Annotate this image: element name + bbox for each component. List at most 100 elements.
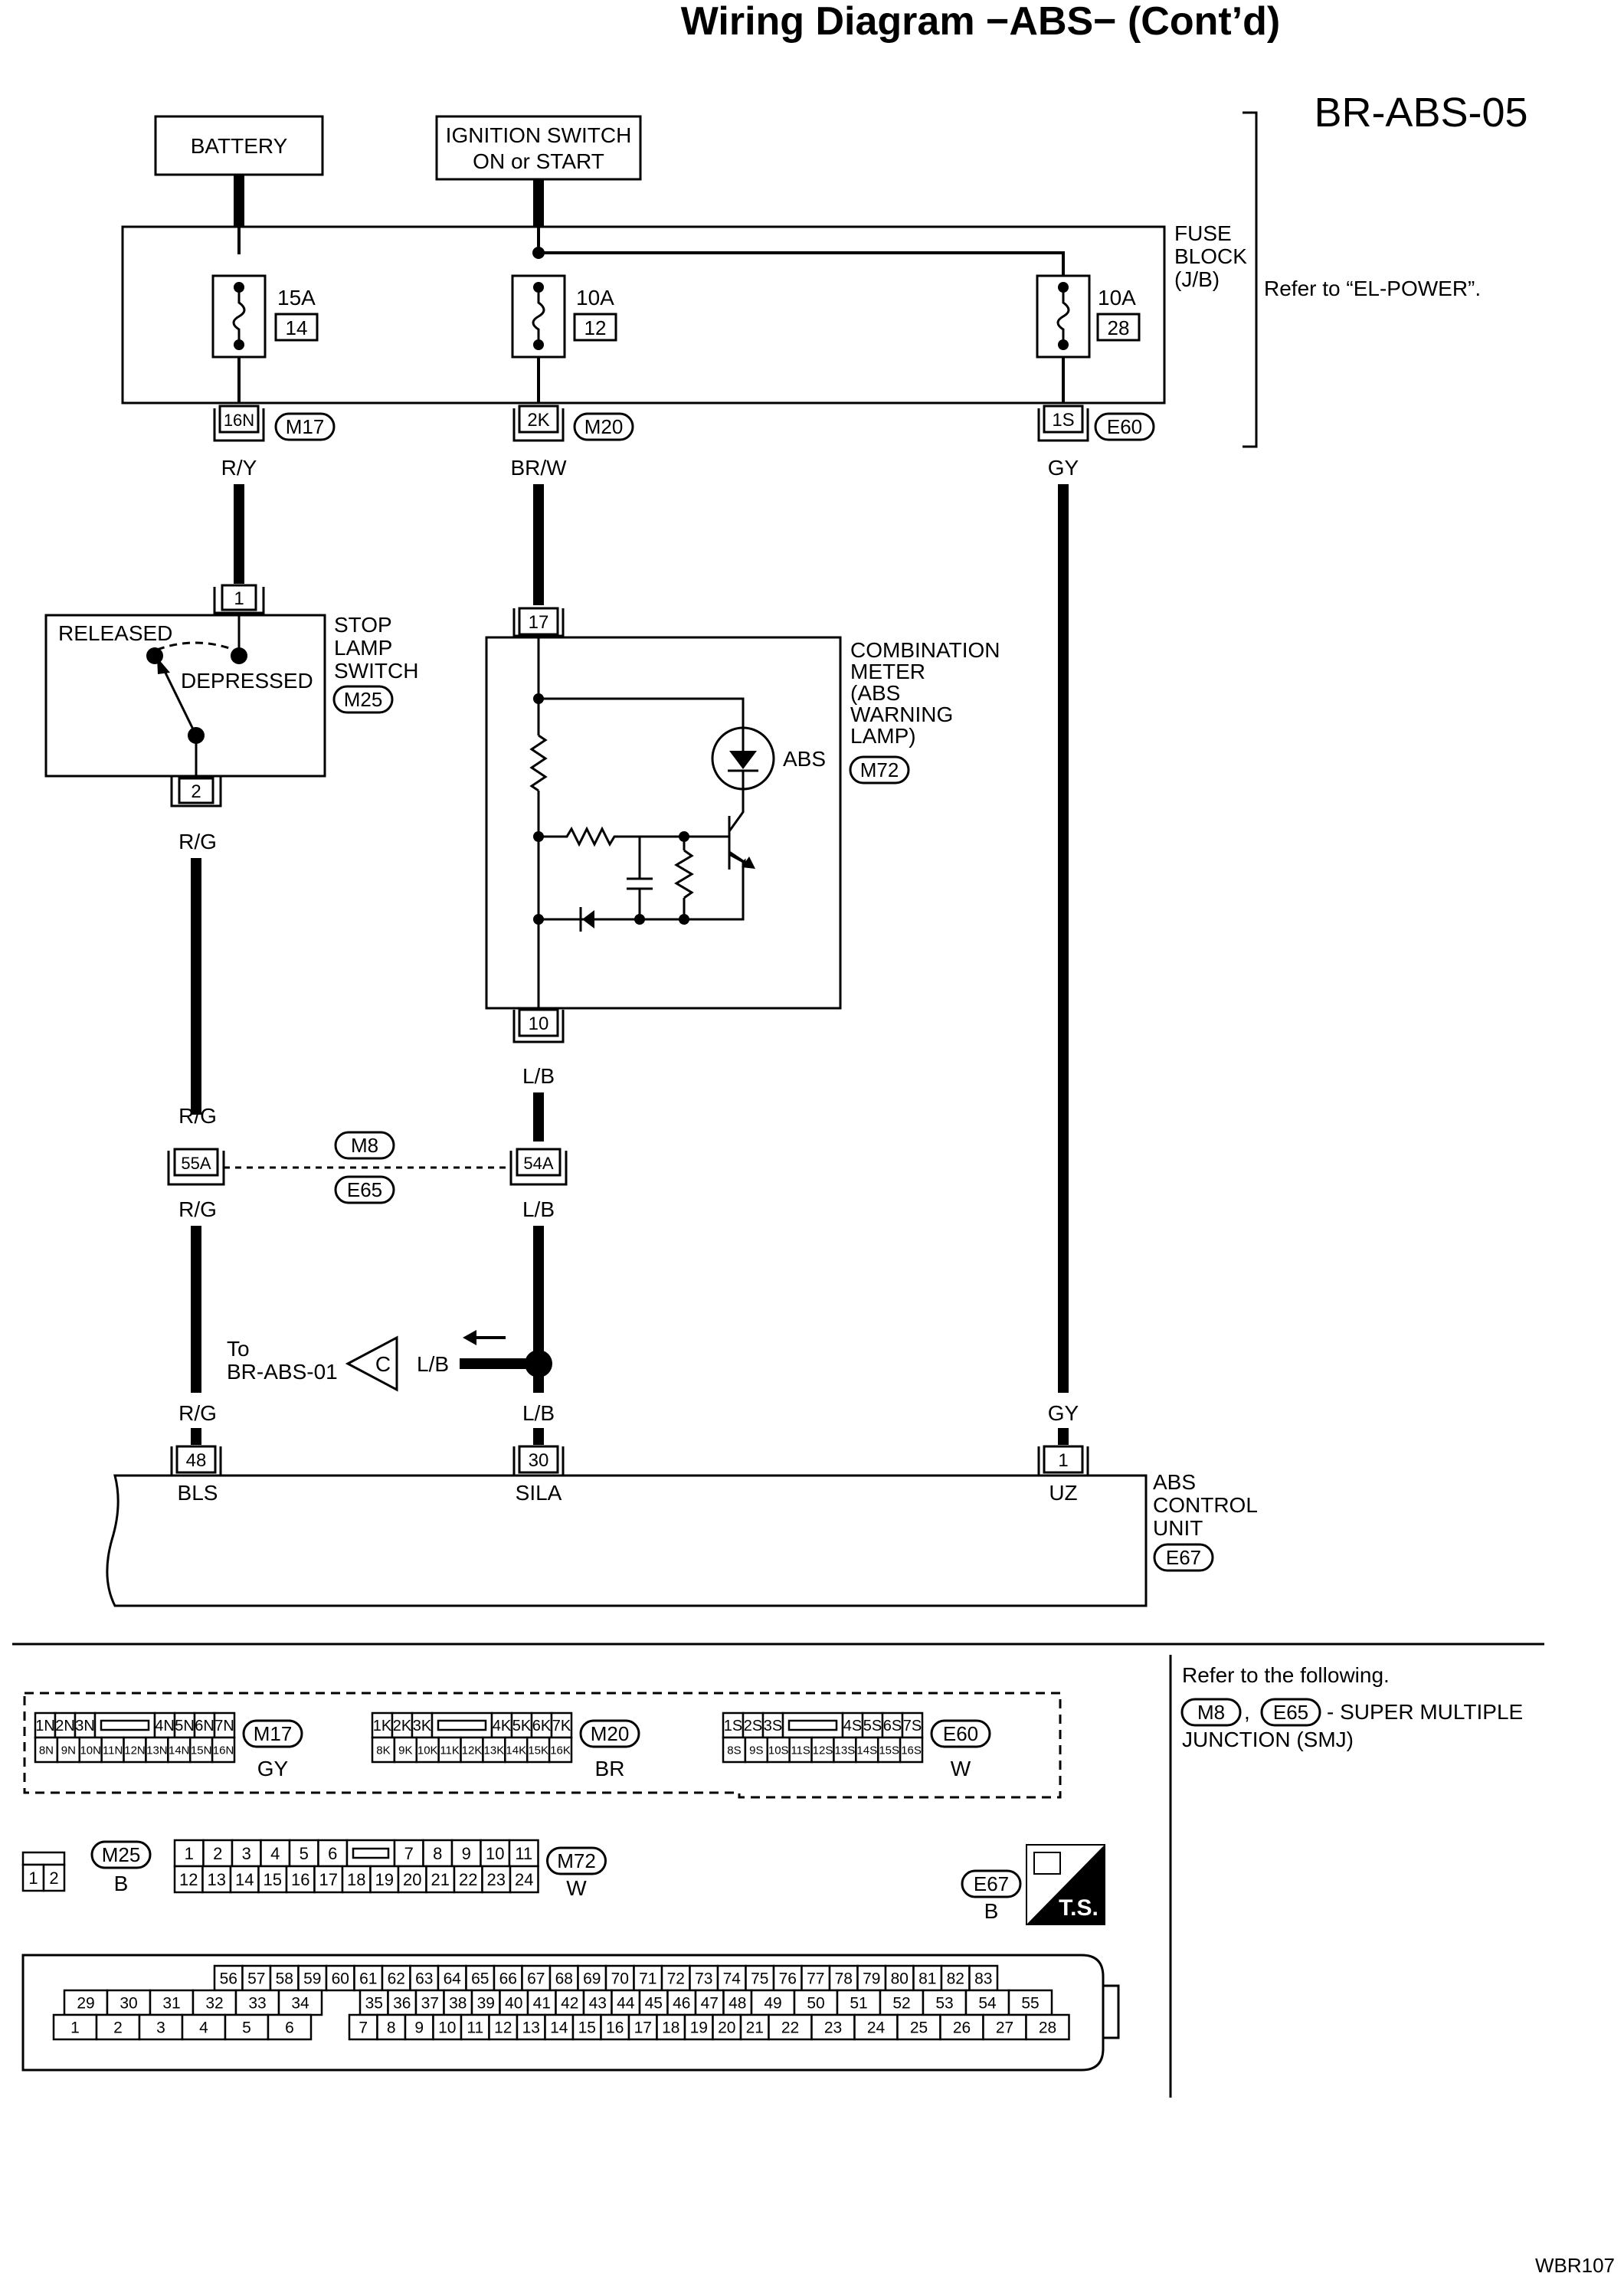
m17-pin-r1-0-label: 1N	[35, 1718, 55, 1734]
abs-pin-30: 30	[512, 1445, 565, 1477]
e60-pin-r2-6-label: 14S	[856, 1744, 877, 1757]
m17-pin-r1-2-label: 3N	[75, 1718, 95, 1734]
m25-key	[21, 1851, 66, 1866]
e67-pin-r2-2	[149, 1989, 195, 2016]
e67-pin-r3-17-label: 18	[662, 2019, 679, 2037]
abs-pin-1: 1	[1037, 1445, 1089, 1477]
e67-pin-r3-1-label: 2	[113, 2019, 123, 2037]
e67-pin-r3-20-label: 21	[746, 2019, 764, 2037]
e67-pin-r1-22-label: 78	[835, 1970, 853, 1988]
depressed-label: DEPRESSED	[181, 669, 313, 693]
e67-pin-r3-19-label: 20	[718, 2019, 735, 2037]
fuse-block	[121, 225, 1166, 405]
direction-arrow-head	[463, 1330, 476, 1345]
meter-pin-17: 17	[512, 607, 565, 637]
meter-node-5	[634, 914, 645, 925]
m20-pin-r2-5	[482, 1736, 506, 1764]
svg-text:E67: E67	[1166, 1546, 1201, 1569]
e67-pin-r1-1-label: 57	[247, 1970, 265, 1988]
m20-pin-r2-1-label: 9K	[398, 1744, 412, 1757]
e67-pin-r1-9-label: 65	[471, 1970, 489, 1988]
m17-pin-r2-3-label: 11N	[103, 1744, 123, 1757]
view-color-e67: B	[984, 1899, 999, 1923]
switch-lever	[159, 663, 198, 736]
e60-pin-r1-1-label: 2S	[744, 1718, 762, 1734]
e60-pin-r2-4-label: 12S	[813, 1744, 833, 1757]
e67-pin-r3-27-label: 28	[1039, 2019, 1056, 2037]
e67-pin-r1-0-label: 56	[220, 1970, 237, 1988]
to-label: To	[227, 1337, 250, 1361]
e67-pin-r2-3-label: 32	[205, 1995, 223, 2013]
wire-label-lb-3: L/B	[522, 1401, 555, 1425]
e67-pin-r2-9	[443, 1989, 473, 2016]
e60-pin-r2-5	[833, 1736, 857, 1764]
m72-pin-r1-11-label: 11	[515, 1844, 532, 1863]
m72-pin-r1-7-label: 7	[404, 1844, 414, 1863]
e60-pin-r2-6	[855, 1736, 879, 1764]
e67-pin-r3-19	[712, 2013, 742, 2041]
meter-node-2	[533, 831, 544, 842]
to-target: BR-ABS-01	[227, 1360, 338, 1384]
e67-pin-r3-21	[768, 2013, 813, 2041]
e67-pin-r2-19-label: 48	[729, 1995, 746, 2013]
stop-lamp-label-1: STOP	[334, 613, 392, 637]
transistor-emitter-arrow	[742, 857, 755, 869]
m72-pin-r1-10-label: 10	[486, 1844, 504, 1863]
e67-pin-r2-11-label: 40	[505, 1995, 522, 2013]
e67-pin-r1-24-label: 80	[891, 1970, 909, 1988]
m20-pin-r1-7	[550, 1711, 573, 1739]
e67-pin-r2-5	[277, 1989, 323, 2016]
view-tag-e60-text: E60	[943, 1722, 978, 1745]
e67-pin-r3-15-label: 16	[606, 2019, 624, 2037]
connector-tag-e60: E60	[1094, 412, 1155, 441]
e67-pin-r3-18-label: 19	[690, 2019, 708, 2037]
e67-pin-r3-15	[600, 2013, 630, 2041]
view-tag-e60	[930, 1719, 991, 1748]
meter-label-2: METER	[850, 660, 925, 683]
fuse-block-label-2: BLOCK	[1174, 244, 1247, 268]
view-tag-m72	[546, 1846, 607, 1875]
m20-pin-r1-4-label: 4K	[493, 1718, 512, 1734]
svg-text:10: 10	[529, 1014, 549, 1034]
e67-pin-r2-9-label: 38	[449, 1995, 467, 2013]
e60-pin-r1-1	[742, 1711, 765, 1739]
e60-pin-r1-2-label: 3S	[764, 1718, 782, 1734]
svg-text:17: 17	[529, 612, 549, 633]
off-page-connector-c	[345, 1335, 398, 1392]
e60-pin-r2-5-label: 13S	[835, 1744, 856, 1757]
released-label: RELEASED	[58, 621, 172, 645]
m20-pin-r2-7-label: 15K	[528, 1744, 548, 1757]
m20-pin-r1-5	[510, 1711, 533, 1739]
smj-pin-54a: 54A	[509, 1148, 568, 1186]
e67-pin-r3-4-label: 5	[242, 2019, 251, 2037]
switch-dashed-arc	[156, 641, 234, 651]
view-tag-m25	[90, 1840, 152, 1869]
e67-pin-r2-5-label: 34	[291, 1995, 309, 2013]
m20-pin-r2-8-label: 16K	[550, 1744, 571, 1757]
e60-pin-r2-0-label: 8S	[727, 1744, 741, 1757]
e67-pin-r1-27-label: 83	[974, 1970, 992, 1988]
view-tag-m72-text: M72	[557, 1849, 596, 1872]
e67-pin-r1-26-label: 82	[947, 1970, 964, 1988]
m25-pin-1	[42, 1863, 66, 1892]
m17-pin-r1-7	[213, 1711, 236, 1739]
m20-pin-r1-4	[490, 1711, 513, 1739]
e67-pin-r1-8-label: 64	[444, 1970, 462, 1988]
svg-text:M8: M8	[1197, 1701, 1225, 1724]
view-tag-m17-text: M17	[254, 1722, 293, 1745]
m72-pin-r2-12	[509, 1865, 539, 1894]
svg-text:48: 48	[186, 1450, 207, 1471]
e67-pin-r2-4-label: 33	[248, 1995, 266, 2013]
wire-label-rg-4: R/G	[178, 1401, 217, 1425]
m20-pin-r2-6	[504, 1736, 529, 1764]
svg-text:55A: 55A	[181, 1154, 211, 1173]
m72-pin-r2-8-label: 20	[403, 1870, 421, 1889]
m17-pin-r2-5	[145, 1736, 169, 1764]
page-title: Wiring Diagram −ABS− (Cont’d)	[681, 0, 1280, 44]
e67-pin-r3-9-label: 10	[438, 2019, 456, 2037]
e67-pin-r1-3	[297, 1964, 328, 1992]
e67-pin-r3-0	[52, 2013, 98, 2041]
e67-pin-r1-17-label: 73	[695, 1970, 712, 1988]
e67-pin-r2-20-label: 49	[764, 1995, 781, 2013]
wire-label-lb-2: L/B	[522, 1197, 555, 1221]
